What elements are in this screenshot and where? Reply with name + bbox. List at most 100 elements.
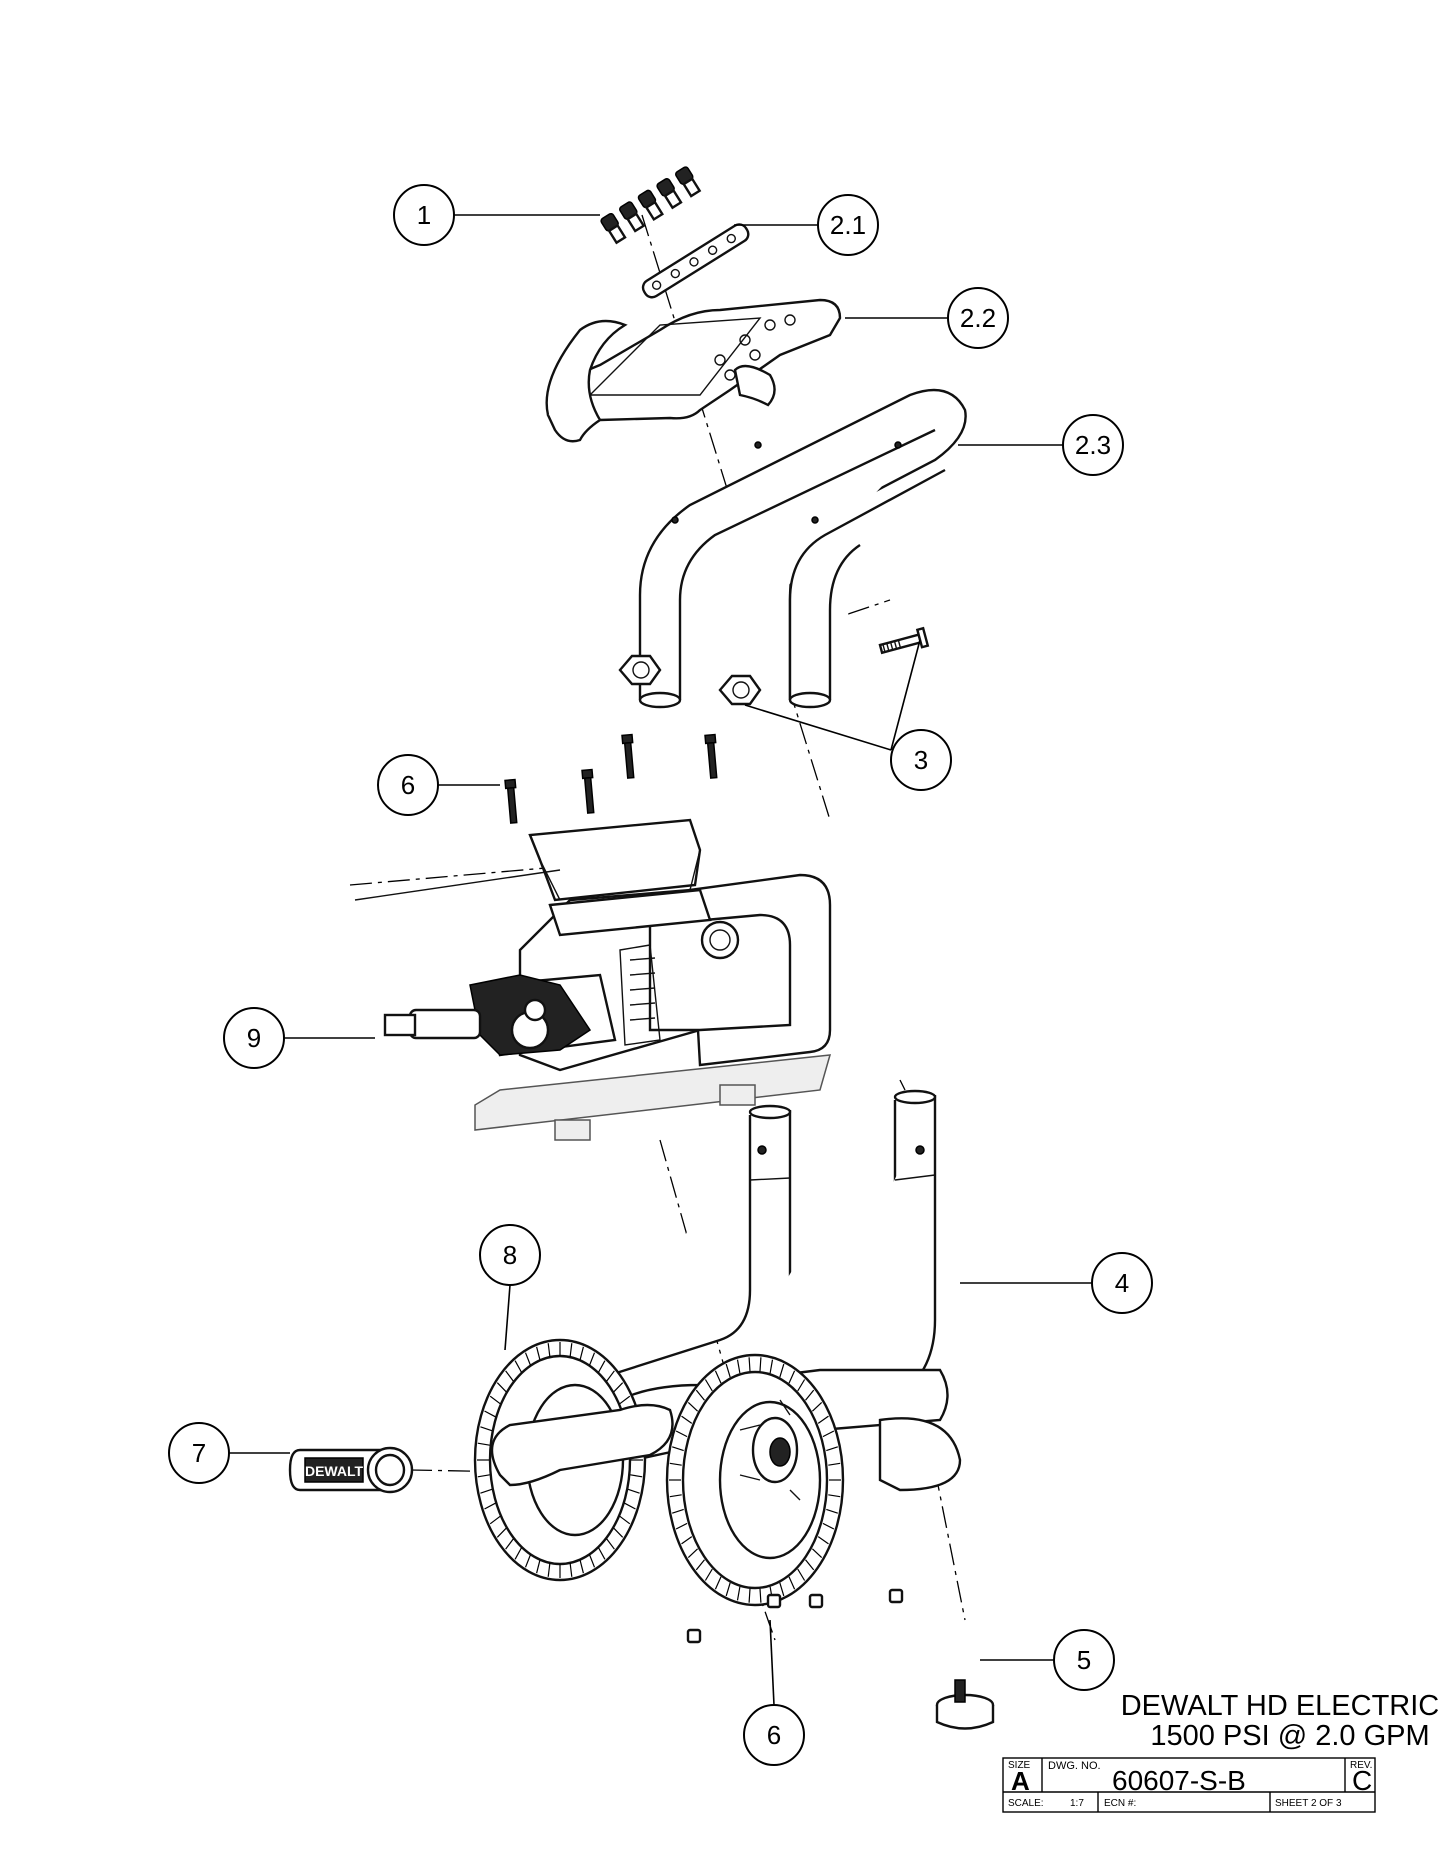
tire-tread-mark — [588, 1554, 596, 1568]
tire-tread-mark — [597, 1360, 606, 1373]
tire-tread-mark — [817, 1536, 829, 1545]
tire-tread-mark — [669, 1462, 682, 1466]
tire-tread-mark — [489, 1395, 501, 1405]
tire-tread-mark — [619, 1395, 631, 1405]
tire-tread-mark — [536, 1559, 541, 1574]
tire-tread-mark — [826, 1508, 838, 1514]
tire-tread-mark — [779, 1582, 785, 1597]
rubber-foot — [935, 1679, 995, 1730]
tire-tread-mark — [714, 1576, 722, 1590]
tire-tread-mark — [822, 1522, 835, 1530]
svg-text:2.2: 2.2 — [960, 303, 996, 333]
tire-tread-mark — [828, 1462, 841, 1466]
tire-tread-mark — [736, 1586, 741, 1601]
drawing-subtitle: 1500 PSI @ 2.0 GPM — [1150, 1720, 1429, 1752]
tire-tread-mark — [569, 1343, 573, 1358]
lower-nuts — [686, 1588, 904, 1644]
tire-tread-mark — [805, 1389, 815, 1401]
svg-text:7: 7 — [192, 1438, 206, 1468]
svg-text:6: 6 — [401, 770, 415, 800]
dwg-value: 60607-S-B — [1112, 1765, 1246, 1796]
tire-tread-mark — [759, 1357, 762, 1372]
tire-tread-mark — [613, 1382, 624, 1393]
size-value: A — [1011, 1766, 1030, 1796]
tire-tread-mark — [725, 1582, 731, 1597]
tire-tread-mark — [681, 1536, 693, 1545]
callout-1: 1 — [393, 184, 455, 246]
tire-tread-mark — [569, 1562, 573, 1577]
callout-6-upper: 6 — [377, 754, 439, 816]
tire-tread-mark — [687, 1548, 699, 1559]
tire-tread-mark — [805, 1559, 815, 1571]
svg-text:2.3: 2.3 — [1075, 430, 1111, 460]
tire-tread-mark — [672, 1508, 684, 1514]
tire-tread-mark — [675, 1522, 688, 1530]
svg-text:2.1: 2.1 — [830, 210, 866, 240]
tire-tread-mark — [779, 1363, 785, 1378]
tire-tread-mark — [480, 1488, 493, 1494]
callout-7: 7 — [168, 1422, 230, 1484]
svg-text:8: 8 — [503, 1240, 517, 1270]
tire-tread-mark — [811, 1401, 823, 1412]
tire-tread-mark — [748, 1357, 751, 1372]
drawing-title: DEWALT HD ELECTRIC — [1121, 1690, 1440, 1722]
tire-tread-mark — [524, 1352, 532, 1366]
tire-tread-mark — [597, 1547, 606, 1560]
tire-tread-mark — [681, 1415, 693, 1424]
tire-tread-mark — [736, 1359, 741, 1374]
tire-tread-mark — [505, 1370, 514, 1382]
tire-tread-mark — [748, 1588, 751, 1603]
leader-lines — [229, 214, 1092, 1706]
tire-tread-mark — [797, 1568, 806, 1581]
svg-text:3: 3 — [914, 745, 928, 775]
tire-tread-mark — [704, 1568, 713, 1581]
tire-tread-mark — [579, 1559, 584, 1574]
tire-tread-mark — [613, 1527, 624, 1538]
tire-tread-mark — [514, 1547, 523, 1560]
rev-value: C — [1352, 1765, 1372, 1796]
tire-tread-mark — [579, 1346, 584, 1361]
tire-tread-mark — [817, 1415, 829, 1424]
tire-tread-mark — [822, 1430, 835, 1438]
tire-tread-mark — [496, 1527, 507, 1538]
size-label: SIZE — [1008, 1760, 1031, 1771]
tire-tread-mark — [725, 1363, 731, 1378]
callout-9: 9 — [223, 1007, 285, 1069]
tire-tread-mark — [606, 1370, 615, 1382]
tire-tread-mark — [514, 1360, 523, 1373]
svg-text:1: 1 — [417, 200, 431, 230]
svg-text:5: 5 — [1077, 1645, 1091, 1675]
wheels — [473, 1338, 845, 1607]
tire-tread-mark — [769, 1359, 774, 1374]
tire-tread-mark — [477, 1442, 490, 1446]
tire-tread-mark — [477, 1474, 490, 1478]
callout-2.2: 2.2 — [947, 287, 1009, 349]
tire-tread-mark — [536, 1346, 541, 1361]
upper-handle — [638, 388, 967, 709]
scale-value: 1:7 — [1070, 1798, 1084, 1809]
wheel-front — [665, 1353, 845, 1607]
nozzle-holder-strip — [641, 223, 750, 299]
title-block: SIZE A DWG. NO. 60607-S-B REV. C SCALE: … — [1002, 1757, 1376, 1813]
accessory-tray — [545, 298, 842, 443]
tire-tread-mark — [714, 1370, 722, 1384]
handle-knobs — [618, 626, 930, 706]
svg-text:4: 4 — [1115, 1268, 1129, 1298]
tire-tread-mark — [788, 1576, 796, 1590]
svg-text:9: 9 — [247, 1023, 261, 1053]
tire-tread-mark — [524, 1554, 532, 1568]
callout-2.1: 2.1 — [817, 194, 879, 256]
scale-label: SCALE: — [1008, 1798, 1044, 1809]
tire-tread-mark — [547, 1343, 551, 1358]
callout-5: 5 — [1053, 1629, 1115, 1691]
tire-tread-mark — [675, 1430, 688, 1438]
tire-tread-mark — [484, 1502, 496, 1510]
callout-6-lower: 6 — [743, 1704, 805, 1766]
tire-tread-mark — [826, 1446, 838, 1452]
tire-tread-mark — [480, 1426, 493, 1432]
tire-tread-mark — [496, 1382, 507, 1393]
tire-tread-mark — [627, 1488, 640, 1494]
tire-tread-mark — [828, 1494, 841, 1498]
tire-tread-mark — [624, 1502, 636, 1510]
